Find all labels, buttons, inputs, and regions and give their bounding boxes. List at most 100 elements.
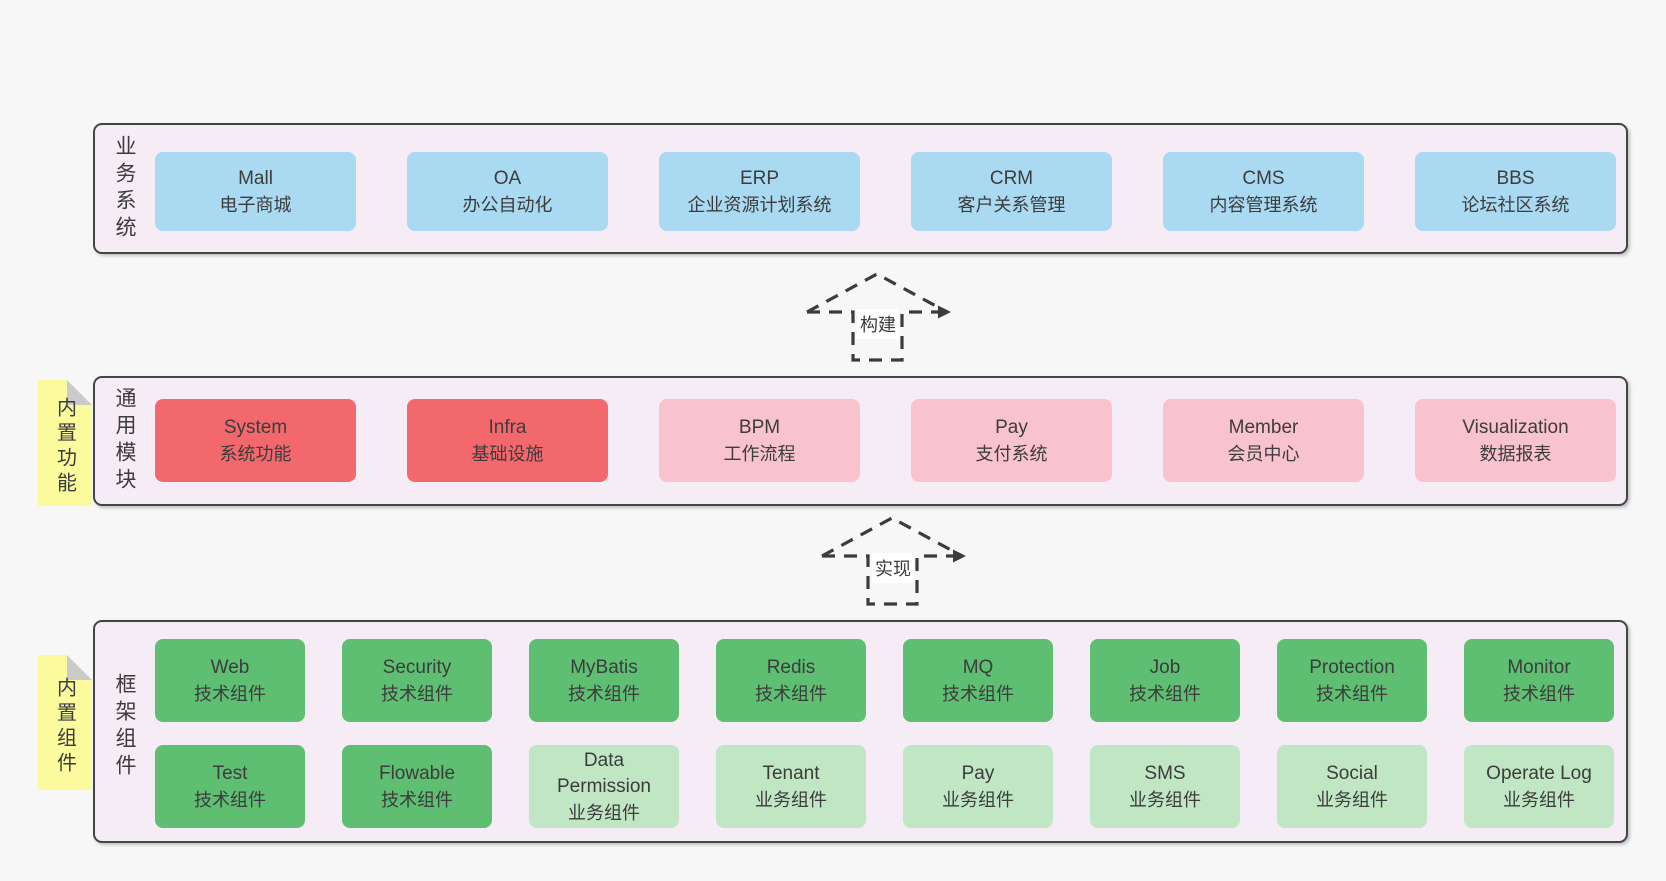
implement-arrow-label: 实现 [872,553,914,583]
box-title: System [223,416,288,438]
box-subtitle: 技术组件 [1503,683,1575,704]
layer-panel-common-modules: 通用模块 System 系统功能 Infra 基础设施 BPM 工作流程 Pay… [93,376,1628,506]
box-infra: Infra 基础设施 [407,399,608,482]
box-oa: OA 办公自动化 [407,152,608,231]
box-title: Visualization [1462,416,1569,438]
box-subtitle: 技术组件 [568,683,640,704]
box-bpm: BPM 工作流程 [659,399,860,482]
box-title: MQ [962,656,994,678]
box-subtitle: 客户关系管理 [957,194,1066,215]
box-subtitle: 业务组件 [1503,789,1575,810]
box-title: CRM [989,167,1034,189]
box-job: Job 技术组件 [1090,639,1240,722]
layer-label-framework-components: 框架组件 [113,673,136,782]
box-title: Job [1149,656,1181,678]
box-monitor: Monitor 技术组件 [1464,639,1614,722]
box-subtitle: 电子商城 [219,194,292,215]
box-title: Mall [238,167,273,189]
box-title: MyBatis [570,656,638,678]
box-subtitle: 技术组件 [381,683,453,704]
box-sms: SMS 业务组件 [1090,745,1240,828]
box-pay-component: Pay 业务组件 [903,745,1053,828]
implement-arrow [821,516,966,606]
sticky-note-label: 内置功能 [53,396,76,497]
box-title: BPM [738,416,781,438]
build-arrow-label: 构建 [857,309,899,339]
box-redis: Redis 技术组件 [716,639,866,722]
box-subtitle: 基础设施 [471,443,544,464]
box-protection: Protection 技术组件 [1277,639,1427,722]
box-visualization: Visualization 数据报表 [1415,399,1616,482]
box-title: Test [212,762,248,784]
box-operate-log: Operate Log 业务组件 [1464,745,1614,828]
box-social: Social 业务组件 [1277,745,1427,828]
layer-panel-framework-components: 框架组件 Web 技术组件 Security 技术组件 MyBatis 技术组件… [93,620,1628,843]
box-cms: CMS 内容管理系统 [1163,152,1364,231]
box-title: Security [382,656,452,678]
box-title: BBS [1496,167,1535,189]
box-subtitle: 业务组件 [1129,789,1201,810]
box-system: System 系统功能 [155,399,356,482]
box-subtitle: 业务组件 [942,789,1014,810]
box-web: Web 技术组件 [155,639,305,722]
layer-panel-business-systems: 业务系统 Mall 电子商城 OA 办公自动化 ERP 企业资源计划系统 CRM… [93,123,1628,254]
box-title: Protection [1309,656,1395,678]
box-mq: MQ 技术组件 [903,639,1053,722]
box-title: Pay [961,762,995,784]
box-subtitle: 论坛社区系统 [1461,194,1570,215]
box-title: Flowable [378,762,456,784]
box-subtitle: 支付系统 [975,443,1048,464]
components-row-2: Test 技术组件 Flowable 技术组件 Data Permission … [155,745,1626,828]
box-title: Infra [488,416,527,438]
box-subtitle: 技术组件 [755,683,827,704]
box-bbs: BBS 论坛社区系统 [1415,152,1616,231]
box-subtitle: 数据报表 [1479,443,1552,464]
box-crm: CRM 客户关系管理 [911,152,1112,231]
box-title: Pay [995,416,1028,438]
layer-label-business-systems: 业务系统 [113,134,136,243]
box-subtitle: 技术组件 [381,789,453,810]
box-data-permission: Data Permission 业务组件 [529,745,679,828]
box-title: Social [1326,762,1378,784]
sticky-note-built-in-features: 内置功能 [38,380,92,506]
box-subtitle: 办公自动化 [462,194,553,215]
box-subtitle: 工作流程 [723,443,796,464]
components-row-1: Web 技术组件 Security 技术组件 MyBatis 技术组件 Redi… [155,639,1626,722]
build-arrow [806,272,951,362]
box-security: Security 技术组件 [342,639,492,722]
business-box-row: Mall 电子商城 OA 办公自动化 ERP 企业资源计划系统 CRM 客户关系… [155,152,1626,231]
box-subtitle: 会员中心 [1227,443,1300,464]
box-title: ERP [739,167,780,189]
box-subtitle: 技术组件 [1316,683,1388,704]
box-subtitle: 业务组件 [568,802,640,823]
box-subtitle: 技术组件 [942,683,1014,704]
sticky-note-label: 内置组件 [53,676,76,777]
box-subtitle: 技术组件 [1129,683,1201,704]
box-subtitle: 企业资源计划系统 [687,194,832,215]
box-erp: ERP 企业资源计划系统 [659,152,860,231]
box-title: Member [1228,416,1299,438]
box-subtitle: 业务组件 [755,789,827,810]
modules-box-row: System 系统功能 Infra 基础设施 BPM 工作流程 Pay 支付系统… [155,399,1626,482]
box-subtitle: 技术组件 [194,789,266,810]
box-title: Web [210,656,250,678]
layer-label-common-modules: 通用模块 [113,387,136,495]
sticky-note-built-in-components: 内置组件 [38,655,92,790]
box-flowable: Flowable 技术组件 [342,745,492,828]
box-title: Redis [766,656,816,678]
box-subtitle: 技术组件 [194,683,266,704]
box-member: Member 会员中心 [1163,399,1364,482]
box-pay-module: Pay 支付系统 [911,399,1112,482]
box-test: Test 技术组件 [155,745,305,828]
box-subtitle: 系统功能 [219,443,292,464]
box-tenant: Tenant 业务组件 [716,745,866,828]
box-title: OA [493,167,522,189]
box-title: SMS [1144,762,1186,784]
box-subtitle: 业务组件 [1316,789,1388,810]
box-mall: Mall 电子商城 [155,152,356,231]
box-title: Tenant [762,762,820,784]
box-title: Data Permission [557,749,651,797]
box-mybatis: MyBatis 技术组件 [529,639,679,722]
box-title: Monitor [1507,656,1571,678]
